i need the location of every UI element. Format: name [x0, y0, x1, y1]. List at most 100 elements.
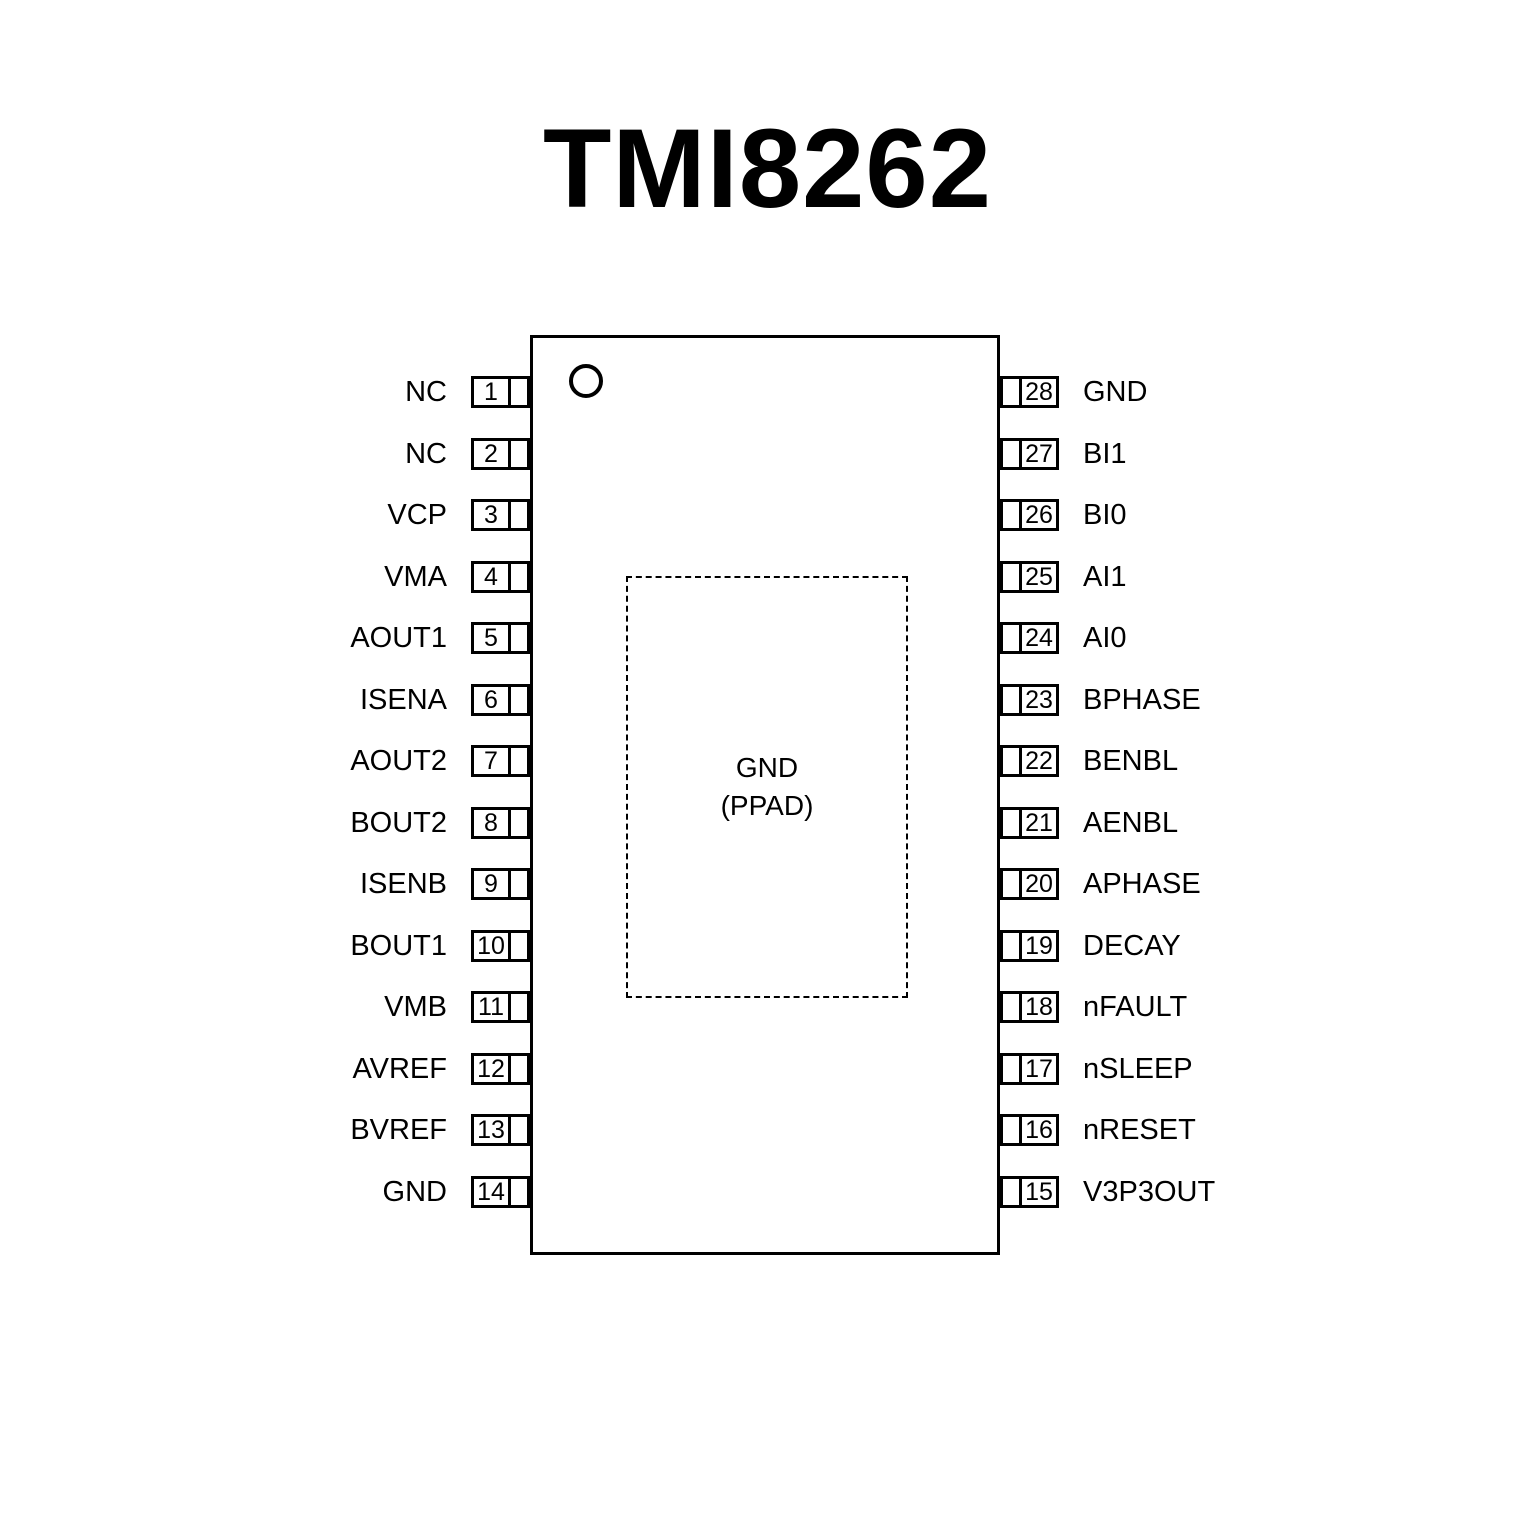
pin-number-box-10: 10	[471, 930, 511, 962]
pin-row-12: AVREF 12	[0, 1053, 530, 1085]
pin-number-box-25: 25	[1019, 561, 1059, 593]
pin-row-21: 21 AENBL	[1000, 807, 1535, 839]
pin-label-21: AENBL	[1083, 806, 1179, 839]
pin-label-23: BPHASE	[1083, 683, 1201, 716]
pin-lead-7	[508, 745, 530, 777]
pin-row-4: VMA 4	[0, 561, 530, 593]
pin-lead-3	[508, 499, 530, 531]
pin-number-box-26: 26	[1019, 499, 1059, 531]
pin-number-box-9: 9	[471, 868, 511, 900]
pin-number-box-27: 27	[1019, 438, 1059, 470]
pin-number-box-2: 2	[471, 438, 511, 470]
pin-label-24: AI0	[1083, 621, 1127, 654]
pin-number-box-22: 22	[1019, 745, 1059, 777]
pin-row-20: 20 APHASE	[1000, 868, 1535, 900]
pin-number-box-15: 15	[1019, 1176, 1059, 1208]
pin-lead-5	[508, 622, 530, 654]
pin-number-box-8: 8	[471, 807, 511, 839]
thermal-pad-label-line1: GND	[735, 752, 799, 784]
pin-lead-12	[508, 1053, 530, 1085]
chip-title: TMI8262	[543, 106, 992, 231]
pin-row-9: ISENB 9	[0, 868, 530, 900]
pin-number-box-3: 3	[471, 499, 511, 531]
pin-number-box-24: 24	[1019, 622, 1059, 654]
pin-label-1: NC	[405, 375, 447, 408]
pin-number-box-28: 28	[1019, 376, 1059, 408]
pin-number-box-17: 17	[1019, 1053, 1059, 1085]
pin-label-20: APHASE	[1083, 867, 1201, 900]
pin-row-1: NC 1	[0, 376, 530, 408]
pin-number-box-11: 11	[471, 991, 511, 1023]
pin-row-28: 28 GND	[1000, 376, 1535, 408]
pin-label-25: AI1	[1083, 560, 1127, 593]
pin-label-19: DECAY	[1083, 929, 1181, 962]
pin-lead-9	[508, 868, 530, 900]
pin-number-box-6: 6	[471, 684, 511, 716]
pin-row-24: 24 AI0	[1000, 622, 1535, 654]
pin-label-10: BOUT1	[350, 929, 447, 962]
pin-number-box-21: 21	[1019, 807, 1059, 839]
pin-lead-4	[508, 561, 530, 593]
pin-row-19: 19 DECAY	[1000, 930, 1535, 962]
pin-label-4: VMA	[384, 560, 447, 593]
pin-number-box-13: 13	[471, 1114, 511, 1146]
pin-row-27: 27 BI1	[1000, 438, 1535, 470]
pin-row-6: ISENA 6	[0, 684, 530, 716]
pin-label-5: AOUT1	[350, 621, 447, 654]
pin-row-7: AOUT2 7	[0, 745, 530, 777]
pin-label-27: BI1	[1083, 437, 1127, 470]
pin-label-8: BOUT2	[350, 806, 447, 839]
pin-lead-10	[508, 930, 530, 962]
pin-row-16: 16 nRESET	[1000, 1114, 1535, 1146]
pin-label-15: V3P3OUT	[1083, 1175, 1216, 1208]
pin-row-22: 22 BENBL	[1000, 745, 1535, 777]
pin-lead-8	[508, 807, 530, 839]
pin-label-2: NC	[405, 437, 447, 470]
pin-label-13: BVREF	[350, 1113, 447, 1146]
pin-label-16: nRESET	[1083, 1113, 1196, 1146]
pin-number-box-12: 12	[471, 1053, 511, 1085]
pin-row-13: BVREF 13	[0, 1114, 530, 1146]
pin-lead-1	[508, 376, 530, 408]
pin-lead-11	[508, 991, 530, 1023]
pin-lead-13	[508, 1114, 530, 1146]
pin-label-11: VMB	[384, 990, 447, 1023]
thermal-pad: GND (PPAD)	[626, 576, 908, 998]
pin-number-box-23: 23	[1019, 684, 1059, 716]
pin-row-11: VMB 11	[0, 991, 530, 1023]
pin-label-6: ISENA	[359, 683, 447, 716]
pin-row-23: 23 BPHASE	[1000, 684, 1535, 716]
pin-label-3: VCP	[387, 498, 447, 531]
pin-number-box-16: 16	[1019, 1114, 1059, 1146]
pin-number-box-20: 20	[1019, 868, 1059, 900]
pin-number-box-19: 19	[1019, 930, 1059, 962]
pin-number-box-18: 18	[1019, 991, 1059, 1023]
pin-number-box-7: 7	[471, 745, 511, 777]
pin-row-8: BOUT2 8	[0, 807, 530, 839]
pin-row-26: 26 BI0	[1000, 499, 1535, 531]
pin-label-14: GND	[382, 1175, 447, 1208]
pin-row-3: VCP 3	[0, 499, 530, 531]
pin-number-box-1: 1	[471, 376, 511, 408]
pin-label-26: BI0	[1083, 498, 1127, 531]
pin-label-12: AVREF	[352, 1052, 447, 1085]
pin-row-15: 15 V3P3OUT	[1000, 1176, 1535, 1208]
pin-lead-2	[508, 438, 530, 470]
pin-label-28: GND	[1083, 375, 1148, 408]
pin-label-9: ISENB	[359, 867, 447, 900]
pin-row-10: BOUT1 10	[0, 930, 530, 962]
pin-number-box-5: 5	[471, 622, 511, 654]
chip-body: GND (PPAD)	[530, 335, 1000, 1255]
pin-lead-14	[508, 1176, 530, 1208]
pin-row-2: NC 2	[0, 438, 530, 470]
pin-row-25: 25 AI1	[1000, 561, 1535, 593]
pin-label-22: BENBL	[1083, 744, 1179, 777]
pin-number-box-4: 4	[471, 561, 511, 593]
pin-label-7: AOUT2	[350, 744, 447, 777]
pin-row-5: AOUT1 5	[0, 622, 530, 654]
